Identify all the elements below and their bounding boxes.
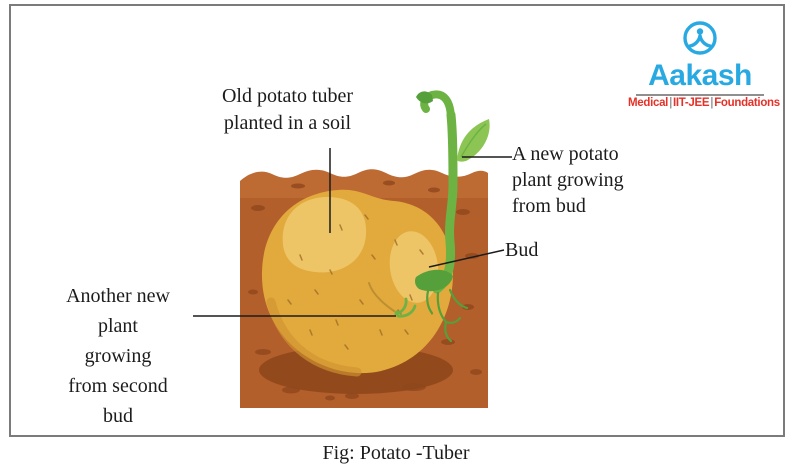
label-line: Old potato tuber bbox=[221, 85, 354, 107]
label-line: bud bbox=[103, 405, 133, 427]
leader-lines bbox=[193, 148, 512, 317]
label-line: from bud bbox=[512, 195, 586, 217]
new-plant-sprout bbox=[416, 90, 490, 294]
aakash-wordmark: Aakash bbox=[648, 59, 752, 92]
sprout-stem bbox=[432, 110, 458, 294]
figure-caption: Fig: Potato -Tuber bbox=[322, 442, 470, 464]
label-line: from second bbox=[68, 375, 168, 397]
logo-divider bbox=[636, 94, 764, 96]
label-line: growing bbox=[84, 345, 152, 367]
bud-rootlets bbox=[426, 288, 469, 343]
aakash-logo: Aakash Medical|IIT-JEE|Foundations bbox=[628, 16, 780, 109]
potato-tuber bbox=[259, 189, 454, 394]
tagline-separator: | bbox=[669, 97, 673, 109]
potato-crack bbox=[368, 282, 395, 312]
label-new-potato-plant: A new potato plant growing from bud bbox=[512, 141, 677, 219]
tagline-foundations: Foundations bbox=[714, 97, 780, 109]
label-line: plant growing bbox=[512, 169, 624, 191]
label-line: plant bbox=[98, 315, 138, 337]
sprout-leaf-vein bbox=[460, 123, 487, 158]
label-line: planted in a soil bbox=[223, 112, 352, 134]
label-another-new-plant: Another new plant growing from second bu… bbox=[28, 281, 208, 431]
second-bud-sprout bbox=[394, 297, 417, 318]
label-line: A new potato bbox=[512, 143, 619, 165]
bud-group bbox=[415, 269, 469, 343]
leader-bud bbox=[428, 249, 505, 268]
label-line: Another new bbox=[66, 285, 170, 307]
logo-tagline: Medical|IIT-JEE|Foundations bbox=[628, 97, 780, 109]
tagline-separator: | bbox=[710, 97, 714, 109]
label-old-potato-tuber: Old potato tuber planted in a soil bbox=[195, 83, 380, 137]
tagline-iitjee: IIT-JEE bbox=[673, 97, 710, 109]
label-bud: Bud bbox=[505, 239, 539, 261]
sprout-hook-leaf bbox=[416, 91, 433, 104]
tagline-medical: Medical bbox=[628, 97, 669, 109]
aakash-person-icon bbox=[683, 21, 717, 55]
bud-blob bbox=[415, 269, 453, 292]
soil-surface bbox=[240, 169, 488, 198]
